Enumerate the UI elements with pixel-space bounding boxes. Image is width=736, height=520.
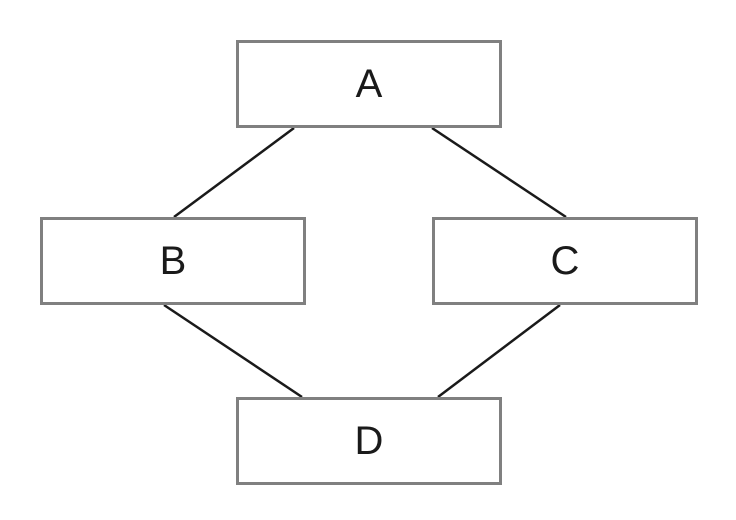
edge-c-d xyxy=(437,304,561,398)
edge-b-d xyxy=(163,303,303,399)
node-d-label: D xyxy=(354,419,384,463)
node-a-label: A xyxy=(355,62,383,106)
node-d: D xyxy=(236,397,502,485)
edge-a-c xyxy=(431,126,567,219)
node-b-label: B xyxy=(159,239,187,283)
node-b: B xyxy=(40,217,306,305)
node-c-label: C xyxy=(550,239,580,283)
edge-a-b xyxy=(173,126,295,219)
node-c: C xyxy=(432,217,698,305)
node-a: A xyxy=(236,40,502,128)
